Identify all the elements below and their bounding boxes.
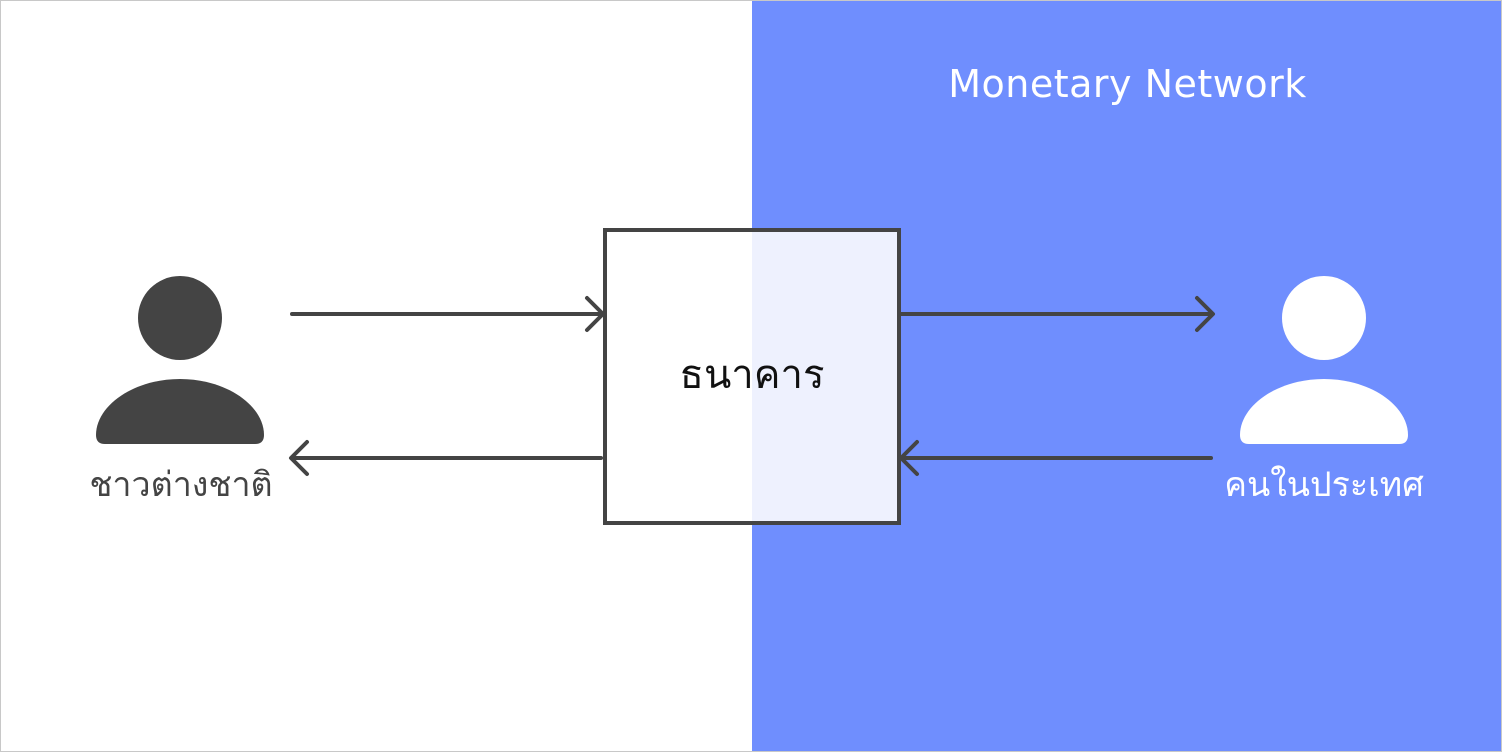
foreigner-label: ชาวต่างชาติ	[89, 465, 273, 505]
bank-box-right-half	[752, 232, 897, 521]
bank-box: ธนาคาร	[603, 228, 901, 525]
local-label: คนในประเทศ	[1224, 465, 1424, 505]
foreigner-person-icon	[96, 276, 264, 444]
network-title: Monetary Network	[948, 62, 1307, 106]
bank-box-left-half	[607, 232, 752, 521]
arrow-foreigner-to-bank	[290, 296, 605, 332]
arrow-bank-to-foreigner	[289, 440, 603, 476]
bank-label: ธนาคาร	[679, 352, 825, 398]
local-person-icon	[1240, 276, 1408, 444]
